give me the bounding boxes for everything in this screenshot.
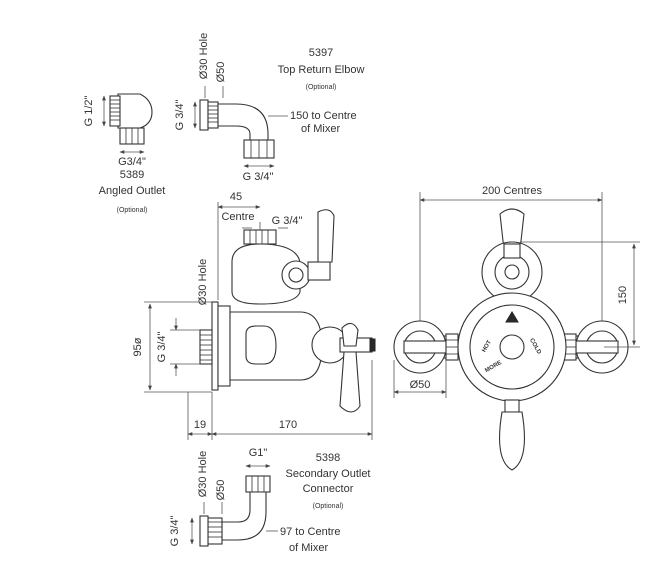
side-top-inlet [243,229,277,245]
secondary-outlet-name-line1: Secondary Outlet [286,468,371,480]
angled-outlet-thread-bottom: G3/4" [118,156,146,168]
mixer-side-view: 45 Centre G 3/4" Ø30 Hole 95ø G 3/4" 19 … [132,191,376,440]
side-thread-top: G 3/4" [272,215,303,227]
secondary-outlet-distance-line1: 97 to Centre [280,526,341,538]
side-dim-45: 45 [230,191,242,203]
front-dial-hot: HOT [481,339,493,353]
mixer-front-view: 200 Centres HOT COLD MORE [393,185,640,471]
angled-outlet-thread-top: G 1/2" [83,96,95,127]
secondary-outlet-distance-line2: of Mixer [289,542,328,554]
side-dim-19: 19 [194,419,206,431]
angled-outlet-note: (Optional) [117,207,148,214]
side-dia-95: 95ø [132,337,144,356]
side-thread-side: G 3/4" [156,332,168,363]
angled-outlet-thread [109,95,121,127]
angled-outlet: G 1/2" G3/4" 5389 Angled Outlet (Optiona… [83,93,166,214]
top-elbow-pipe [217,103,269,141]
top-elbow-note: (Optional) [306,84,337,91]
side-top-body [231,243,301,305]
secondary-outlet-hole-label: Ø30 Hole [197,451,209,497]
top-elbow-thread-side: G 3/4" [174,100,186,131]
top-elbow-name: Top Return Elbow [278,64,365,76]
front-dia-label: Ø50 [410,379,431,391]
side-wall-plate [211,301,219,391]
top-elbow-hole-label: Ø30 Hole [198,33,210,79]
secondary-outlet-pipe [221,491,267,541]
top-elbow-diameter-label: Ø50 [215,62,227,83]
secondary-outlet-part-number: 5398 [316,452,340,464]
secondary-outlet-name-line2: Connector [303,483,354,495]
front-dial-pointer [505,311,519,323]
secondary-outlet-diameter-label: Ø50 [215,480,227,501]
secondary-outlet-note: (Optional) [313,503,344,510]
side-top-lever-hub [307,261,331,281]
side-centre-label: Centre [221,211,254,223]
top-elbow-thread-bottom: G 3/4" [243,171,274,183]
angled-outlet-body [117,93,153,129]
secondary-outlet-flange [199,515,209,547]
front-centres-label: 200 Centres [482,185,542,197]
side-hole-label: Ø30 Hole [197,259,209,305]
side-top-lever-handle [317,209,335,263]
top-elbow-distance-line2: of Mixer [301,123,340,135]
side-cross-handle [339,351,361,413]
side-outlet-thread [199,329,213,365]
secondary-outlet-thread-side: G 3/4" [169,516,181,547]
front-height-label: 150 [617,286,629,304]
secondary-outlet-connector: G1" Ø30 Hole Ø50 G 3/4" 5398 Secondary O… [169,447,371,554]
side-cross-arm-top [341,322,359,347]
angled-outlet-part-number: 5389 [120,169,144,181]
front-dial-centre [499,334,525,360]
secondary-outlet-thread-top: G1" [249,447,268,459]
top-elbow-flange [199,99,209,131]
side-wall-flange [217,305,231,387]
top-return-elbow: Ø30 Hole Ø50 G 3/4" 5397 Top Return Elbo… [174,33,364,183]
side-dim-170: 170 [279,419,297,431]
front-cross-handle [499,411,525,471]
top-elbow-distance-line1: 150 to Centre [290,110,357,122]
top-elbow-part-number: 5397 [309,47,333,59]
angled-outlet-name: Angled Outlet [99,185,166,197]
